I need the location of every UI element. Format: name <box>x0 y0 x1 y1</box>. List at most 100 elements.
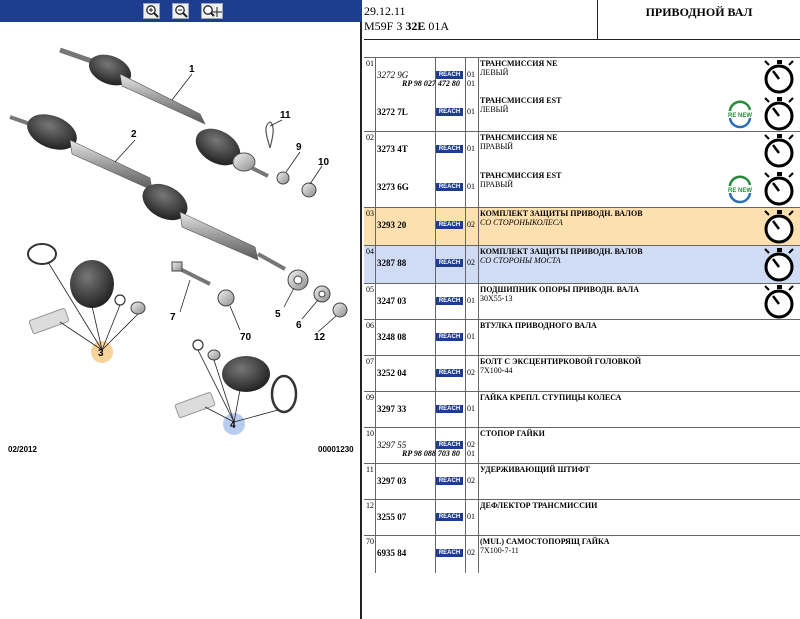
description-title: КОМПЛЕКТ ЗАЩИТЫ ПРИВОДН. ВАЛОВ <box>480 209 643 218</box>
column-divider <box>435 392 436 427</box>
zoom-out-button[interactable] <box>172 3 189 19</box>
code-suffix: 01A <box>428 19 450 33</box>
group4-highlight <box>223 413 245 435</box>
column-divider <box>478 208 479 245</box>
callout-6: 6 <box>296 320 302 331</box>
zoom-fit-button[interactable] <box>201 3 223 19</box>
quantity: 01 <box>467 449 475 458</box>
description-title: ТРАНСМИССИЯ NE <box>480 133 558 142</box>
quantity: 02 <box>467 368 475 377</box>
description-title: ТРАНСМИССИЯ EST <box>480 96 562 105</box>
column-divider <box>465 392 466 427</box>
callout-10: 10 <box>318 157 330 168</box>
part-code[interactable]: 3297 33 <box>377 404 407 414</box>
group-number: 04 <box>366 247 374 256</box>
column-divider <box>478 320 479 355</box>
reach-badge: REACH <box>436 477 463 485</box>
part-code[interactable]: 6935 84 <box>377 548 407 558</box>
part-code[interactable]: 3273 6G <box>377 182 409 192</box>
part-code[interactable]: 3247 03 <box>377 296 407 306</box>
callout-9: 9 <box>296 142 302 153</box>
reach-badge: REACH <box>436 221 463 229</box>
deflector-12 <box>332 302 348 318</box>
column-divider <box>375 464 376 499</box>
column-divider <box>435 464 436 499</box>
svg-text:RE NEW: RE NEW <box>728 188 752 194</box>
figure-date: 02/2012 <box>8 445 37 454</box>
zoom-in-button[interactable] <box>143 3 160 19</box>
column-divider <box>375 392 376 427</box>
stopwatch-icon[interactable] <box>760 133 798 169</box>
column-divider <box>478 464 479 499</box>
part-code[interactable]: 3293 20 <box>377 220 407 230</box>
stopwatch-icon[interactable] <box>760 59 798 95</box>
quantity: 01 <box>467 70 475 79</box>
reach-badge: REACH <box>436 441 463 449</box>
part-code[interactable]: 3273 4T <box>377 144 408 154</box>
figure-number: 00001230 <box>318 445 354 454</box>
description-title: ВТУЛКА ПРИВОДНОГО ВАЛА <box>480 321 597 330</box>
column-divider <box>478 58 479 131</box>
part-code[interactable]: 3255 07 <box>377 512 407 522</box>
group-number: 05 <box>366 285 374 294</box>
rp-reference: RP 98 027 472 80 <box>402 79 460 88</box>
page-title: ПРИВОДНОЙ ВАЛ <box>645 5 753 19</box>
column-divider <box>465 132 466 207</box>
callout-3: 3 <box>98 348 104 359</box>
description-title: ПОДШИПНИК ОПОРЫ ПРИВОДН. ВАЛА <box>480 285 640 294</box>
column-divider <box>375 500 376 535</box>
group-number: 12 <box>366 501 374 510</box>
part-code[interactable]: 3272 7L <box>377 107 408 117</box>
part-code[interactable]: 3252 04 <box>377 368 407 378</box>
column-divider <box>435 320 436 355</box>
part-description: ВТУЛКА ПРИВОДНОГО ВАЛА <box>480 321 740 330</box>
description-title: БОЛТ С ЭКСЦЕНТИРКОВОЙ ГОЛОВКОЙ <box>480 357 642 366</box>
reach-badge: REACH <box>436 108 463 116</box>
group-number: 01 <box>366 59 374 68</box>
group-number: 10 <box>366 429 374 438</box>
part-code[interactable]: 3248 08 <box>377 332 407 342</box>
diagram-pane: 1 2 3 4 5 6 7 9 10 11 12 70 02/2012 0000… <box>0 0 362 619</box>
callout-70: 70 <box>240 332 252 343</box>
column-divider <box>435 58 436 131</box>
description-detail: ЛЕВЫЙ <box>480 105 509 114</box>
group-number: 07 <box>366 357 374 366</box>
group-number: 09 <box>366 393 374 402</box>
callout-leaders <box>114 73 337 333</box>
part-code[interactable]: 3272 9G <box>377 70 409 80</box>
column-divider <box>435 284 436 319</box>
stopwatch-icon[interactable] <box>760 284 798 320</box>
stopwatch-icon[interactable] <box>760 96 798 132</box>
description-title: ДЕФЛЕКТОР ТРАНСМИССИИ <box>480 501 598 510</box>
part-code[interactable]: 3287 88 <box>377 258 407 268</box>
column-divider <box>375 284 376 319</box>
re-new-icon: RE NEW <box>724 173 756 205</box>
description-title: ГАЙКА КРЕПЛ. СТУПИЦЫ КОЛЕСА <box>480 393 622 402</box>
stopwatch-icon[interactable] <box>760 209 798 245</box>
exploded-diagram: 1 2 3 4 5 6 7 9 10 11 12 70 <box>9 47 348 435</box>
stopwatch-icon[interactable] <box>760 171 798 207</box>
part-code[interactable]: 3297 03 <box>377 476 407 486</box>
part-code[interactable]: 3297 55 <box>377 440 407 450</box>
re-new-icon: RE NEW <box>724 98 756 130</box>
column-divider <box>465 356 466 391</box>
reach-badge: REACH <box>436 333 463 341</box>
stopwatch-icon[interactable] <box>760 247 798 283</box>
